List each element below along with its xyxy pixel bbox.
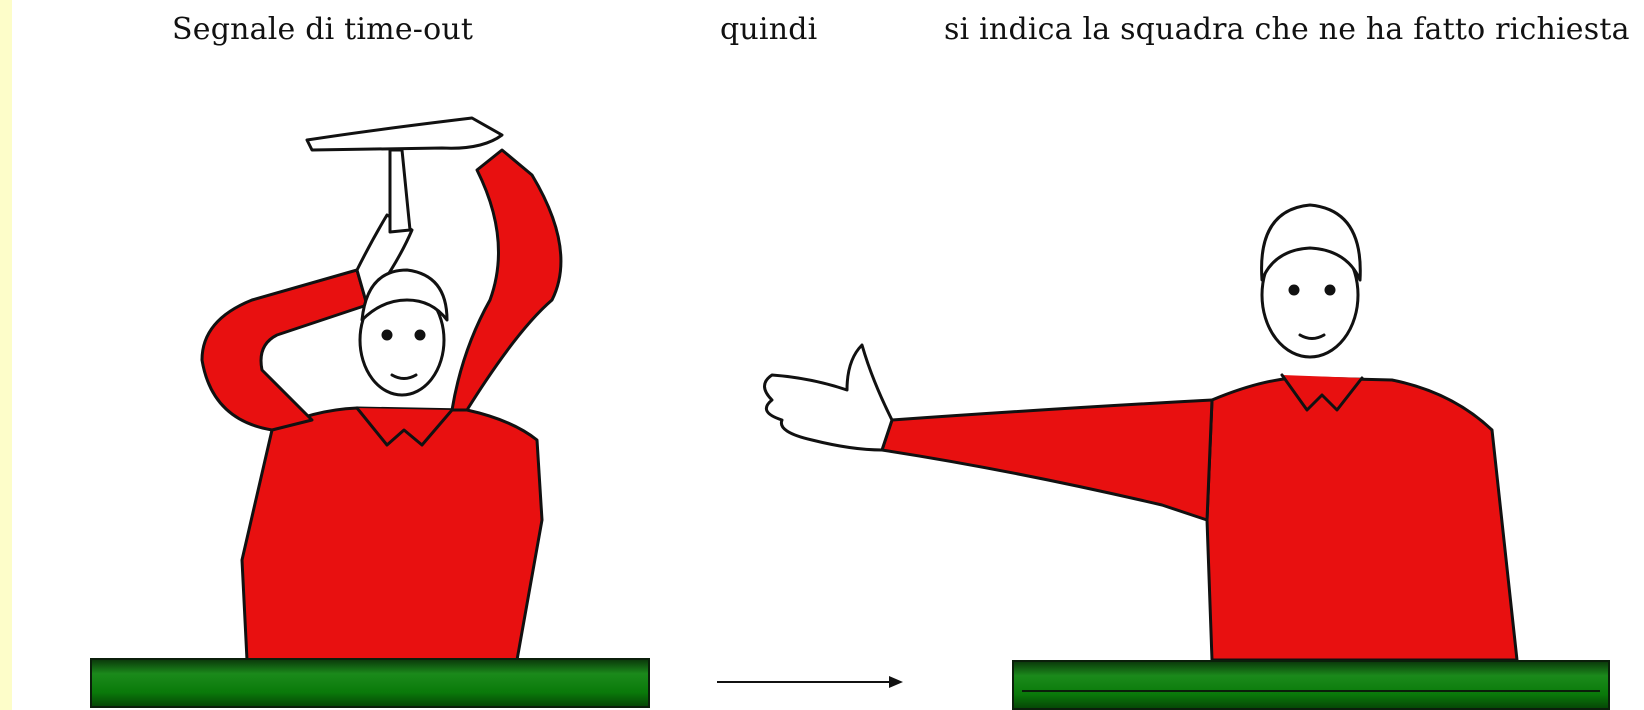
table-edge-line — [1022, 690, 1600, 692]
referee-pointing-figure — [12, 0, 1644, 710]
page-border — [0, 0, 12, 710]
scorers-table-right — [1012, 660, 1610, 710]
right-arrow-icon — [717, 672, 907, 692]
illustration-panel: Segnale di time-out quindi si indica la … — [12, 0, 1644, 710]
scorers-table-left — [90, 658, 650, 708]
